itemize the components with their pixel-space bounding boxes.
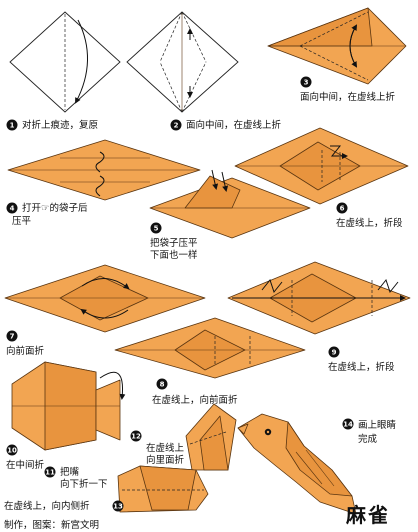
step-number-badge (336, 202, 348, 214)
step-number: 6 (340, 205, 345, 213)
figure-step-5 (149, 169, 311, 239)
figure-step-7 (4, 264, 206, 333)
figure-step-9 (227, 261, 411, 335)
step-caption: 向前面折 (6, 345, 45, 357)
figure-step-13 (117, 465, 209, 513)
step-number-badge (6, 119, 18, 131)
step-caption: 把嘴 (60, 466, 80, 478)
author-credit: 制作，图案：新宫文明 (4, 519, 99, 531)
step-caption: 在虚线上，折段 (328, 361, 395, 373)
step-caption-line-2: 下面也一样 (150, 249, 198, 261)
step-caption: 打开☞的袋子后 (22, 202, 88, 214)
step-caption-line-2: 完成 (358, 433, 378, 445)
step-number-badge (6, 444, 18, 456)
step-caption: 在虚线上，向内侧折 (4, 500, 90, 512)
step-2: 2 面向中间，在虚线上折 (170, 119, 282, 131)
step-number-badge (170, 119, 182, 131)
step-caption: 面向中间，在虚线上折 (300, 91, 396, 103)
step-10: 10 在中间折 (6, 444, 45, 471)
figure-step-1 (9, 11, 121, 113)
step-number-badge (6, 330, 18, 342)
figure-step-10 (11, 361, 126, 451)
figure-step-6 (234, 127, 409, 205)
step-number: 9 (332, 349, 337, 357)
step-caption: 对折上痕迹，复原 (22, 119, 98, 131)
step-number-badge (156, 378, 168, 390)
step-number: 4 (10, 205, 15, 213)
step-number: 2 (174, 122, 179, 130)
step-number: 12 (131, 433, 141, 441)
step-9: 9 在虚线上，折段 (328, 346, 395, 373)
step-number: 5 (154, 225, 159, 233)
step-caption: 把袋子压平 (150, 237, 198, 249)
step-3: 3 面向中间，在虚线上折 (300, 76, 396, 103)
step-number: 7 (10, 333, 15, 341)
step-number: 10 (7, 447, 17, 455)
step-captions: 1 对折上痕迹，复原 2 面向中间，在虚线上折 3 面向中间，在虚线上折 4 打开☞的袋子后压… (4, 76, 403, 512)
step-caption-line-2: 压平 (12, 216, 32, 227)
step-caption: 在虚线上，向前面折 (152, 394, 238, 406)
step-number-badge (300, 76, 312, 88)
step-1: 1 对折上痕迹，复原 (6, 119, 98, 131)
step-caption: 在中间折 (6, 459, 45, 471)
step-number-badge (150, 222, 162, 234)
step-8: 8 在虚线上，向前面折 (152, 378, 238, 406)
figure-step-2 (126, 11, 239, 113)
step-number: 13 (113, 503, 123, 511)
figure-step-14-sparrow (237, 413, 357, 515)
figure-step-8 (114, 317, 306, 379)
figure-step-3 (267, 7, 407, 85)
figure-step-12 (185, 403, 237, 471)
step-caption: 在虚线上 (146, 442, 185, 454)
step-caption-line-2: 向下折一下 (60, 478, 108, 490)
step-number-badge (6, 202, 18, 214)
step-7: 7 向前面折 (6, 330, 45, 357)
step-caption-line-2: 向里面折 (146, 454, 185, 466)
step-number-badge (328, 346, 340, 358)
step-number-badge (112, 500, 124, 512)
step-number: 11 (45, 469, 55, 477)
step-number-badge (44, 466, 56, 478)
step-13: 13 在虚线上，向内侧折 (4, 500, 124, 512)
step-caption: 画上眼睛 (358, 420, 397, 431)
diagram-title: 麻雀 (345, 503, 390, 527)
step-number-badge (130, 430, 142, 442)
step-number-badge (342, 418, 354, 430)
step-number: 8 (160, 381, 165, 389)
step-6: 6 在虚线上，折段 (336, 202, 403, 229)
figure-step-4 (7, 139, 201, 201)
step-number: 14 (343, 421, 353, 429)
step-caption: 面向中间，在虚线上折 (186, 119, 282, 131)
step-number: 3 (304, 79, 309, 87)
step-caption: 在虚线上，折段 (336, 217, 403, 229)
step-number: 1 (10, 122, 15, 130)
